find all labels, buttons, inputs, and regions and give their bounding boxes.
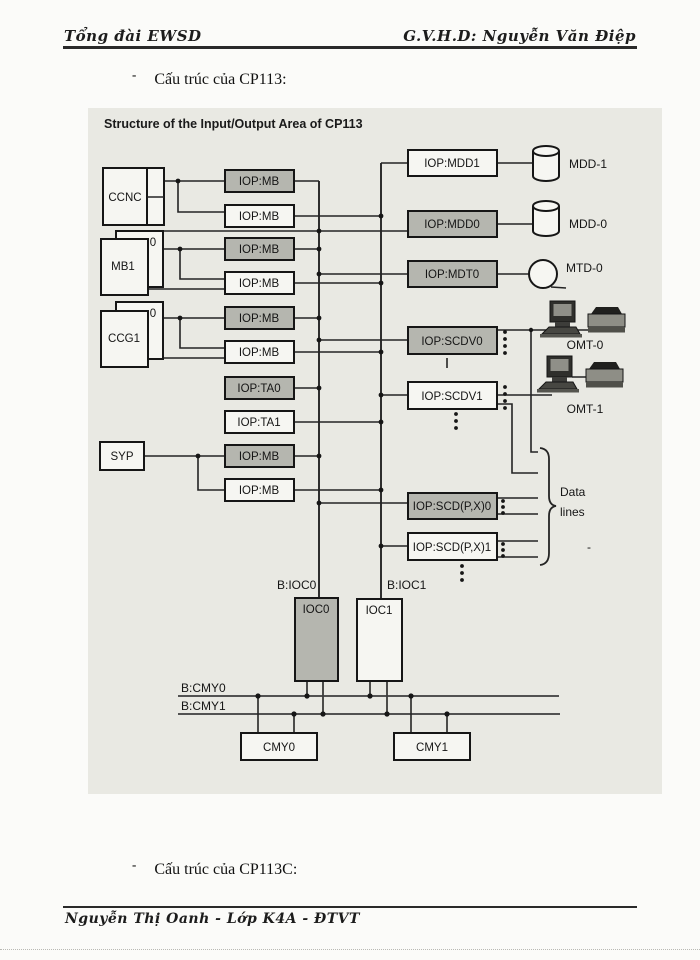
mdd1-label: MDD-1: [569, 157, 607, 171]
svg-text:IOP:MB: IOP:MB: [239, 244, 280, 256]
ccnc-label: CCNC: [108, 192, 141, 204]
footer-rule: [63, 906, 637, 908]
svg-text:IOP:MB: IOP:MB: [239, 347, 280, 359]
bullet-item-cp113c: - Cấu trúc của CP113C:: [132, 857, 298, 879]
diagram-background: [88, 108, 662, 794]
disk-mdd0-icon: [532, 200, 560, 237]
iop-mid-column: IOP:MB IOP:MB IOP:MB IOP:MB IOP:MB IOP:M…: [224, 169, 295, 502]
data-lines-label-2: lines: [560, 505, 585, 519]
iop-box: IOP:SCD(P,X)0: [407, 492, 498, 520]
header-left: Tổng đài EWSD: [64, 27, 202, 45]
iop-box: IOP:MB: [224, 237, 295, 261]
iop-box: IOP:SCDV0: [407, 326, 498, 355]
iop-box: IOP:MB: [224, 204, 295, 228]
svg-text:IOP:MDT0: IOP:MDT0: [425, 269, 479, 281]
iop-box: IOP:MDT0: [407, 260, 498, 288]
bullet-dash: -: [132, 857, 137, 872]
unit-ccnc: CCNC: [102, 167, 165, 226]
svg-text:IOC0: IOC0: [303, 604, 330, 616]
printer-omt1-icon: [585, 362, 624, 388]
svg-text:CMY1: CMY1: [416, 742, 448, 754]
mtd0-label: MTD-0: [566, 261, 603, 275]
syp-label: SYP: [110, 451, 133, 463]
bullet-dash: -: [132, 67, 137, 82]
cmy1-box: CMY1: [393, 732, 471, 761]
iop-box: IOP:SCDV1: [407, 381, 498, 410]
svg-text:IOP:MB: IOP:MB: [239, 313, 280, 325]
ellipsis-dots: [454, 330, 507, 582]
svg-text:IOP:MB: IOP:MB: [239, 485, 280, 497]
ccg-plane0-label: 0: [150, 308, 156, 320]
data-lines-brace: [539, 447, 557, 566]
svg-text:IOP:SCDV0: IOP:SCDV0: [421, 336, 482, 348]
bullet-item-cp113: - Cấu trúc của CP113:: [132, 67, 287, 89]
ccg1-label: CCG1: [108, 333, 140, 345]
iop-box: IOP:MB: [224, 340, 295, 364]
svg-text:CMY0: CMY0: [263, 742, 295, 754]
svg-text:IOP:SCD(P,X)1: IOP:SCD(P,X)1: [413, 542, 491, 554]
ioc1-box: IOC1: [356, 598, 403, 682]
header-right: G.V.H.D: Nguyễn Văn Điệp: [403, 27, 636, 45]
svg-text:IOP:MDD1: IOP:MDD1: [424, 158, 480, 170]
svg-text:IOP:MB: IOP:MB: [239, 451, 280, 463]
junction-dots: [175, 178, 534, 717]
mb-plane0-label: 0: [150, 237, 156, 249]
printer-omt0-icon: [587, 307, 626, 333]
svg-text:IOC1: IOC1: [366, 605, 393, 617]
iop-box: IOP:MB: [224, 306, 295, 330]
svg-text:IOP:TA0: IOP:TA0: [237, 383, 280, 395]
iop-box: IOP:MDD1: [407, 149, 498, 177]
svg-text:IOP:SCD(P,X)0: IOP:SCD(P,X)0: [413, 501, 491, 513]
data-lines-label-1: Data: [560, 485, 586, 499]
terminal-omt1-icon: [537, 355, 579, 393]
bus-cmy1-label: B:CMY1: [181, 699, 226, 713]
ioc0-box: IOC0: [294, 597, 339, 682]
iop-box: IOP:TA1: [224, 410, 295, 434]
svg-text:IOP:MB: IOP:MB: [239, 211, 280, 223]
bullet-text: Cấu trúc của CP113:: [154, 71, 287, 88]
tape-mtd0-icon: [528, 259, 567, 289]
mb1-label: MB1: [111, 261, 135, 273]
diagram-title: Structure of the Input/Output Area of CP…: [104, 117, 363, 131]
omt0-label: OMT-0: [567, 338, 604, 352]
iop-box: IOP:MB: [224, 271, 295, 295]
disk-mdd1-icon: [532, 145, 560, 182]
unit-ccg: 0 CCG1: [100, 301, 164, 368]
header-rule: [63, 46, 637, 49]
iop-box: IOP:MB: [224, 444, 295, 468]
stray-dash: -: [587, 540, 591, 554]
svg-text:IOP:MDD0: IOP:MDD0: [424, 219, 480, 231]
bus-cmy0-label: B:CMY0: [181, 681, 226, 695]
unit-mb: 0 MB1: [100, 230, 164, 296]
scan-edge-artifact: [0, 949, 700, 950]
omt1-label: OMT-1: [567, 402, 604, 416]
bus-ioc1-label: B:IOC1: [387, 578, 427, 592]
iop-box: IOP:TA0: [224, 376, 295, 400]
iop-box: IOP:MDD0: [407, 210, 498, 238]
mdd0-label: MDD-0: [569, 217, 607, 231]
svg-text:IOP:SCDV1: IOP:SCDV1: [421, 391, 482, 403]
iop-box: IOP:MB: [224, 478, 295, 502]
unit-syp: SYP: [99, 441, 145, 471]
iop-right-column: IOP:MDD1 IOP:MDD0 IOP:MDT0 IOP:SCDV0 IOP…: [407, 149, 498, 561]
bus-ioc0-label: B:IOC0: [277, 578, 317, 592]
svg-text:IOP:MB: IOP:MB: [239, 278, 280, 290]
iop-box: IOP:SCD(P,X)1: [407, 532, 498, 561]
svg-text:IOP:TA1: IOP:TA1: [237, 417, 280, 429]
cmy0-box: CMY0: [240, 732, 318, 761]
bullet-text: Cấu trúc của CP113C:: [154, 861, 298, 878]
terminal-omt0-icon: [540, 300, 582, 338]
footer-text: Nguyễn Thị Oanh - Lớp K4A - ĐTVT: [65, 911, 360, 927]
svg-text:IOP:MB: IOP:MB: [239, 176, 280, 188]
iop-box: IOP:MB: [224, 169, 295, 193]
